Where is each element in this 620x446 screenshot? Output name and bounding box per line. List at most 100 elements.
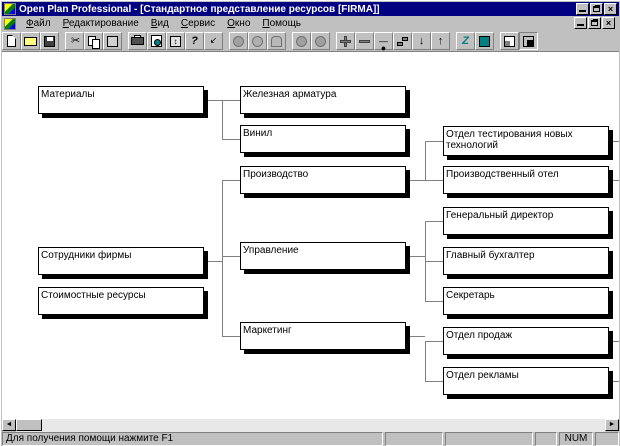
layout-button[interactable]	[500, 32, 519, 50]
add-node-button[interactable]	[336, 32, 355, 50]
connector-line	[425, 221, 443, 222]
diagram-node-label: Винил	[243, 128, 273, 139]
resource-pool-button[interactable]	[292, 32, 311, 50]
diagram-node-secretary[interactable]: Секретарь	[443, 287, 609, 315]
move-down-button[interactable]: ↓	[412, 32, 431, 50]
copy-button[interactable]	[84, 32, 103, 50]
menu-item-view[interactable]: Вид	[145, 17, 175, 30]
diagram-node-management[interactable]: Управление	[240, 242, 406, 270]
diagram-node-vinyl[interactable]: Винил	[240, 125, 406, 153]
print-button[interactable]	[128, 32, 147, 50]
restore-button[interactable]	[590, 3, 603, 15]
open-file-button[interactable]	[21, 32, 40, 50]
resource-group-button[interactable]	[267, 32, 286, 50]
diagram-node-adsdept[interactable]: Отдел рекламы	[443, 367, 609, 395]
move-up-button[interactable]: ↑	[431, 32, 450, 50]
menu-item-edit[interactable]: Редактирование	[57, 17, 145, 30]
menu-label: кно	[234, 18, 251, 29]
status-message: Для получения помощи нажмите F1	[2, 432, 383, 446]
document-icon[interactable]	[4, 17, 16, 30]
child-close-button[interactable]: ×	[602, 17, 615, 29]
diagram-node-label: Материалы	[41, 89, 95, 100]
copy-icon	[88, 36, 100, 49]
help-button[interactable]: ?	[185, 32, 204, 50]
child-minimize-button[interactable]	[574, 17, 587, 29]
connector-line	[222, 336, 240, 337]
menu-item-help[interactable]: Помощь	[256, 17, 307, 30]
diagram-node-accountant[interactable]: Главный бухгалтер	[443, 247, 609, 275]
quadrant-icon	[504, 36, 515, 47]
menu-accel: Ф	[26, 18, 34, 29]
diagram-node-label: Отдел рекламы	[446, 370, 519, 381]
horizontal-scrollbar[interactable]: ◄ ►	[2, 418, 619, 432]
status-bar: Для получения помощи нажмите F1 NUM	[2, 432, 619, 446]
sort-button[interactable]: ↕	[166, 32, 185, 50]
step-link-button[interactable]	[393, 32, 412, 50]
diagram-node-proddept[interactable]: Производственный отел	[443, 166, 609, 194]
close-button[interactable]: ×	[604, 3, 617, 15]
arrow-down-icon: ↓	[418, 35, 425, 47]
resource-skill-button[interactable]	[311, 32, 330, 50]
connector-line	[204, 100, 222, 101]
fit-window-button[interactable]	[519, 32, 538, 50]
zoom-button[interactable]: Z	[456, 32, 475, 50]
resource-node-button[interactable]	[229, 32, 248, 50]
plus-icon	[340, 36, 351, 47]
context-help-button[interactable]: ↙	[204, 32, 223, 50]
scrollbar-thumb[interactable]	[16, 419, 42, 431]
diagram-node-label: Производство	[243, 169, 309, 180]
rounded-square-icon	[271, 36, 282, 47]
paste-button[interactable]	[103, 32, 122, 50]
diagram-node-gendir[interactable]: Генеральный директор	[443, 207, 609, 235]
diagram-node-employees[interactable]: Сотрудники фирмы	[38, 247, 204, 275]
diagram-node-iron[interactable]: Железная арматура	[240, 86, 406, 114]
diagram-node-label: Маркетинг	[243, 325, 292, 336]
diagram-node-marketing[interactable]: Маркетинг	[240, 322, 406, 350]
menu-accel: О	[227, 18, 235, 29]
diagram-node-salesdept[interactable]: Отдел продаж	[443, 327, 609, 355]
connector-line	[222, 256, 240, 257]
diagram-node-label: Стоимостные ресурсы	[41, 290, 146, 301]
window-controls: ×	[576, 3, 617, 15]
resource-detail-button[interactable]	[248, 32, 267, 50]
scroll-right-arrow-icon[interactable]: ►	[605, 419, 619, 431]
menu-item-file[interactable]: Файл	[20, 17, 57, 30]
floppy-disk-icon	[44, 36, 55, 47]
menu-item-window[interactable]: Окно	[221, 17, 256, 30]
connector-line	[425, 141, 443, 142]
status-pane-3	[535, 432, 557, 446]
minimize-button[interactable]	[576, 3, 589, 15]
diagram-node-production[interactable]: Производство	[240, 166, 406, 194]
new-file-button[interactable]	[2, 32, 21, 50]
window-title: Open Plan Professional - [Стандартное пр…	[19, 3, 380, 15]
diagram-node-costres[interactable]: Стоимостные ресурсы	[38, 287, 204, 315]
app-icon	[4, 3, 16, 15]
step-icon	[397, 37, 408, 46]
connector-line	[425, 141, 426, 180]
menu-item-tools[interactable]: Сервис	[175, 17, 221, 30]
menu-label: едактирование	[68, 18, 139, 29]
connector-line	[425, 381, 443, 382]
connector-line	[425, 180, 443, 181]
child-restore-button[interactable]	[588, 17, 601, 29]
scrollbar-track[interactable]	[16, 419, 605, 432]
print-preview-button[interactable]	[147, 32, 166, 50]
grid-icon	[479, 36, 490, 47]
table-view-button[interactable]	[475, 32, 494, 50]
diagram-node-testdept[interactable]: Отдел тестирования новых технологий	[443, 126, 609, 156]
scroll-left-arrow-icon[interactable]: ◄	[2, 419, 16, 431]
diagram-node-materials[interactable]: Материалы	[38, 86, 204, 114]
link-button[interactable]: —●	[374, 32, 393, 53]
connector-line	[609, 141, 619, 142]
menu-label: ервис	[188, 18, 216, 29]
save-file-button[interactable]	[40, 32, 59, 50]
remove-node-button[interactable]	[355, 32, 374, 50]
circle-icon	[296, 36, 307, 47]
cut-button[interactable]: ✂	[65, 32, 84, 50]
toolbar: ✂ ↕?↙ —● ↓ ↑ Z	[2, 31, 619, 53]
diagram-node-label: Управление	[243, 245, 299, 256]
menu-accel: П	[262, 18, 270, 29]
connector-line	[609, 180, 619, 181]
